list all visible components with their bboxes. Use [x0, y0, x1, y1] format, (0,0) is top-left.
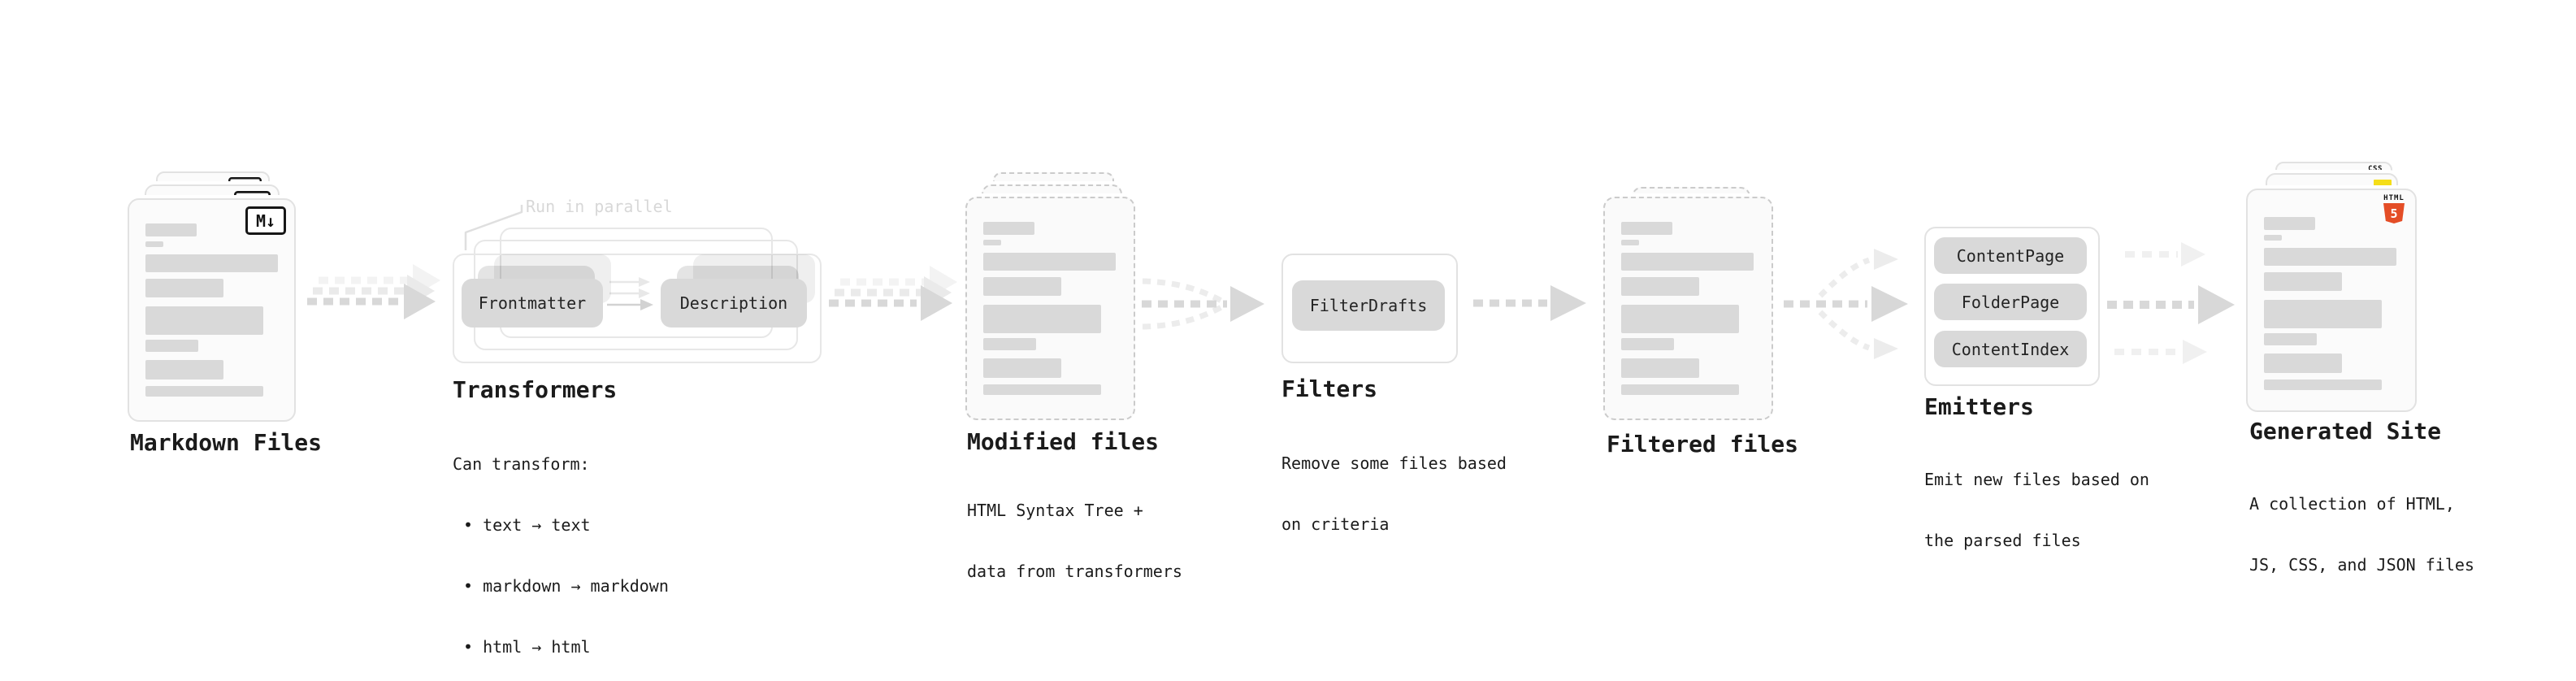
modified-files-note-line: data from transformers	[967, 562, 1182, 581]
emitters-note-line: the parsed files	[1924, 531, 2081, 550]
html5-shield: 5	[2383, 203, 2405, 223]
parallel-arrows-icon-frontmatter-to-description	[607, 277, 653, 310]
transformers-bullet: markdown → markdown	[453, 576, 669, 596]
dashed-arrow-icon-emitters-to-generated	[2107, 242, 2235, 364]
modified-file-card-front	[965, 197, 1135, 420]
dashed-arrow-icon-markdown-to-transformers	[307, 264, 440, 319]
emitters-box	[1924, 227, 2100, 386]
html5-badge-label: HTML	[2383, 194, 2405, 202]
dashed-arrow-icon-transformers-to-modified	[829, 266, 957, 321]
document-text-placeholder	[983, 222, 1121, 395]
emitters-note-line: Emit new files based on	[1924, 470, 2149, 489]
generated-file-card-html: HTML 5	[2246, 189, 2417, 412]
emitter-pill-folderpage: FolderPage	[1934, 284, 2087, 320]
dashed-arrow-icon-filters-to-filtered	[1473, 285, 1586, 321]
transformers-note-heading: Can transform:	[453, 454, 590, 474]
document-text-placeholder	[1621, 222, 1759, 395]
stage-label-generated-site: Generated Site	[2249, 418, 2442, 445]
stage-label-emitters: Emitters	[1924, 393, 2034, 420]
generated-site-note-line: A collection of HTML,	[2249, 494, 2455, 514]
filters-box	[1281, 254, 1458, 363]
stage-label-transformers: Transformers	[453, 376, 618, 403]
emitter-pill-contentindex: ContentIndex	[1934, 331, 2087, 367]
transformer-instance-box-front	[453, 254, 822, 363]
annotation-leader-line	[464, 205, 523, 250]
emitters-note: Emit new files based on the parsed files	[1924, 429, 2149, 592]
modified-files-note: HTML Syntax Tree + data from transformer…	[967, 460, 1182, 622]
transformer-pill-description: Description	[661, 279, 807, 327]
stage-label-filtered-files: Filtered files	[1607, 431, 1799, 458]
transformers-bullet: html → html	[453, 637, 669, 657]
generated-site-note: A collection of HTML, JS, CSS, and JSON …	[2249, 453, 2474, 616]
filters-note: Remove some files based on criteria	[1281, 413, 1507, 575]
run-in-parallel-annotation: Run in parallel	[526, 197, 673, 216]
transformer-pill-frontmatter: Frontmatter	[462, 279, 603, 327]
transformers-bullet: text → text	[453, 515, 669, 536]
stage-label-filters: Filters	[1281, 375, 1378, 402]
transformers-note: Can transform: text → text markdown → ma…	[453, 414, 669, 681]
stage-label-modified-files: Modified files	[967, 428, 1160, 455]
markdown-icon: M↓	[245, 206, 286, 235]
filter-pill-filterdrafts: FilterDrafts	[1292, 280, 1445, 331]
filters-note-line: on criteria	[1281, 514, 1390, 534]
generated-site-note-line: JS, CSS, and JSON files	[2249, 555, 2474, 575]
filters-note-line: Remove some files based	[1281, 453, 1507, 473]
stage-label-markdown-files: Markdown Files	[130, 429, 323, 456]
modified-files-note-line: HTML Syntax Tree +	[967, 501, 1143, 520]
markdown-file-card-front: M↓	[128, 198, 296, 422]
html5-icon: HTML 5	[2383, 194, 2405, 223]
document-text-placeholder	[2264, 217, 2402, 390]
emitter-pill-contentpage: ContentPage	[1934, 237, 2087, 274]
dashed-merge-arrow-icon-modified-to-filters	[1142, 278, 1264, 330]
css-badge-label: CSS	[2368, 165, 2383, 173]
js-file-icon	[2374, 180, 2392, 189]
dashed-fork-arrow-icon-filtered-to-emitters	[1784, 249, 1908, 359]
document-text-placeholder	[145, 223, 281, 397]
filtered-file-card-front	[1603, 197, 1773, 420]
